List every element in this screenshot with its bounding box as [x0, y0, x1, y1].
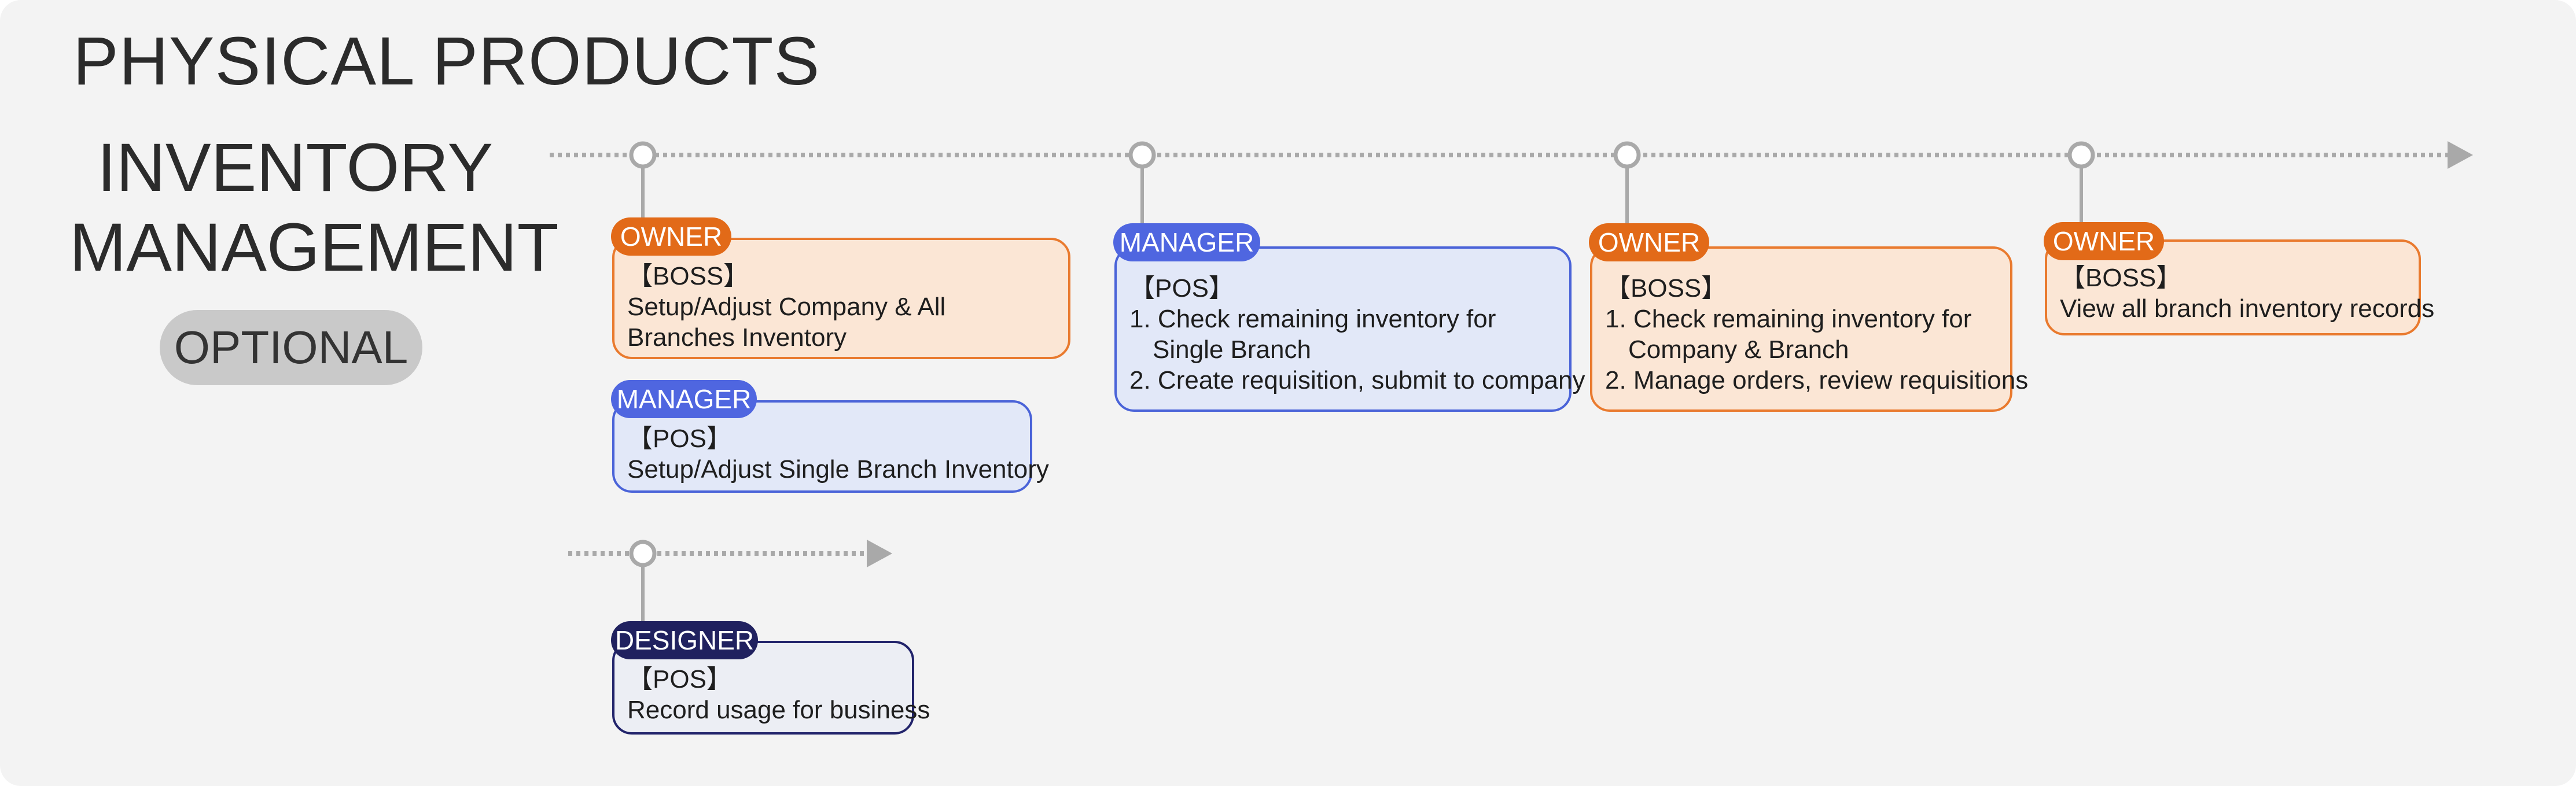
step-1-node — [629, 141, 657, 169]
feature-title-line-1: INVENTORY — [97, 130, 494, 206]
role-badge-label: MANAGER — [1119, 227, 1254, 257]
section-title: PHYSICAL PRODUCTS — [73, 23, 820, 99]
step-2-manager-card: 【POS】 1. Check remaining inventory for S… — [1114, 246, 1585, 412]
card-line: 【BOSS】 — [627, 262, 749, 290]
role-badge-label: MANAGER — [616, 384, 752, 414]
card-line: Setup/Adjust Company & All — [627, 293, 946, 321]
card-line: 2. Create requisition, submit to company — [1129, 366, 1585, 394]
card-line: Branches Inventory — [627, 323, 847, 352]
role-badge-label: OWNER — [620, 222, 723, 252]
card-line: 【POS】 — [1129, 274, 1234, 302]
owner-role-badge: OWNER — [2044, 222, 2164, 260]
card-line: 【BOSS】 — [2060, 264, 2182, 292]
card-line: 1. Check remaining inventory for — [1605, 305, 1972, 333]
optional-badge: OPTIONAL — [160, 310, 422, 385]
role-badge-label: DESIGNER — [614, 625, 755, 655]
card-line: 【BOSS】 — [1605, 274, 1727, 302]
main-timeline-arrowhead — [2448, 141, 2473, 169]
card-line: 【POS】 — [627, 665, 732, 693]
role-badge-label: OWNER — [1598, 227, 1701, 257]
step-1-owner-card: 【BOSS】 Setup/Adjust Company & All Branch… — [612, 238, 1070, 359]
feature-title-line-2: MANAGEMENT — [69, 209, 559, 286]
card-line: 【POS】 — [627, 425, 732, 453]
secondary-step-1-node — [629, 540, 657, 567]
manager-role-badge: MANAGER — [1113, 223, 1260, 261]
card-line: Single Branch — [1153, 335, 1311, 364]
card-line: 1. Check remaining inventory for — [1129, 305, 1496, 333]
card-line: 2. Manage orders, review requisitions — [1605, 366, 2029, 394]
manager-role-badge: MANAGER — [611, 380, 757, 418]
owner-role-badge: OWNER — [1589, 223, 1709, 261]
optional-label: OPTIONAL — [174, 322, 409, 373]
role-badge-label: OWNER — [2052, 226, 2155, 256]
step-4-node — [2067, 141, 2095, 169]
card-line: Record usage for business — [627, 696, 930, 724]
designer-role-badge: DESIGNER — [611, 621, 758, 659]
secondary-timeline-arrowhead — [867, 540, 892, 567]
step-3-node — [1613, 141, 1641, 169]
step-2-node — [1128, 141, 1156, 169]
owner-role-badge: OWNER — [611, 217, 731, 256]
step-3-owner-card: 【BOSS】 1. Check remaining inventory for … — [1590, 246, 2029, 412]
card-line: Company & Branch — [1628, 335, 1849, 364]
card-line: Setup/Adjust Single Branch Inventory — [627, 455, 1049, 484]
card-line: View all branch inventory records — [2060, 294, 2435, 323]
